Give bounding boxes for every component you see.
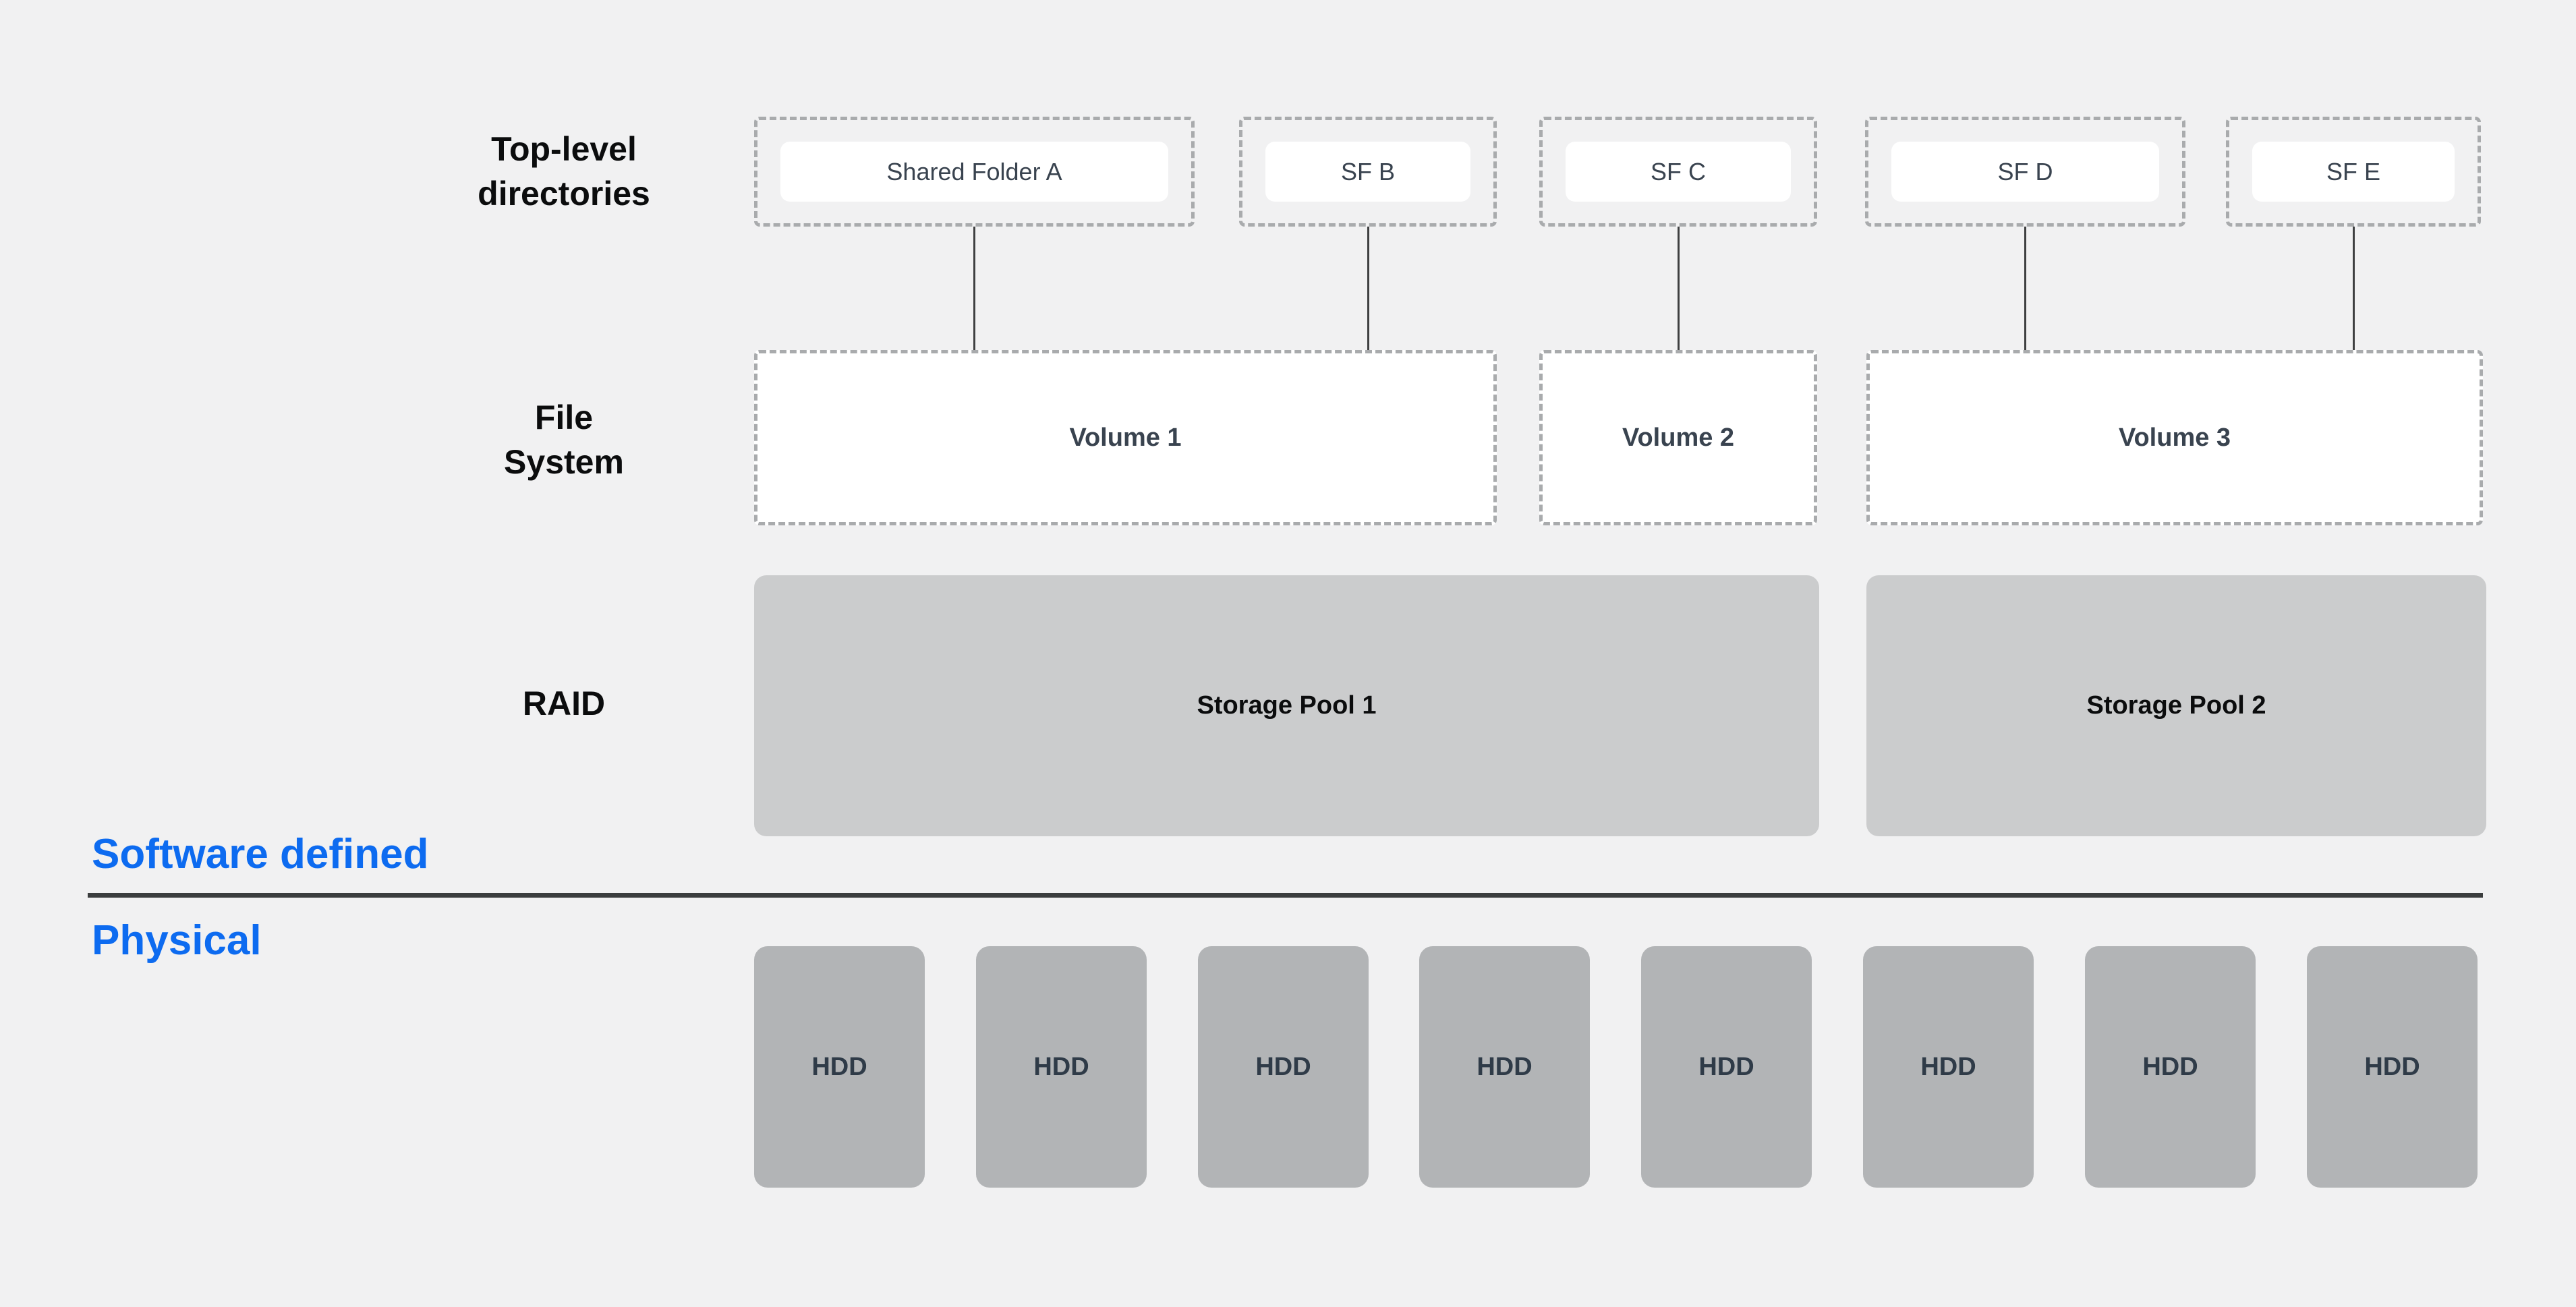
label-line: directories: [478, 175, 650, 212]
storage-pool-1-box: Storage Pool 1: [754, 575, 1819, 836]
shared-folder-d-box: SF D: [1891, 142, 2159, 202]
shared-folder-c-group: SF C: [1539, 117, 1817, 227]
volume-3-label: Volume 3: [2118, 423, 2231, 452]
shared-folder-e-box: SF E: [2252, 142, 2455, 202]
hdd-box: HDD: [1198, 946, 1369, 1188]
hdd-box: HDD: [2307, 946, 2478, 1188]
shared-folder-e-label: SF E: [2326, 157, 2380, 185]
shared-folder-a-group: Shared Folder A: [754, 117, 1195, 227]
software-defined-label: Software defined: [92, 831, 429, 877]
shared-folder-b-label: SF B: [1340, 157, 1395, 185]
shared-folder-b-group: SF B: [1239, 117, 1497, 227]
shared-folder-b-box: SF B: [1265, 142, 1470, 202]
volume-3-box: Volume 3: [1866, 350, 2483, 525]
connector-line: [1678, 227, 1680, 352]
hdd-label: HDD: [1698, 1052, 1754, 1081]
shared-folder-a-box: Shared Folder A: [780, 142, 1168, 202]
connector-line: [2353, 227, 2355, 352]
label-file-system: File System: [389, 395, 739, 484]
shared-folder-d-label: SF D: [1997, 157, 2053, 185]
storage-pool-1-label: Storage Pool 1: [1197, 691, 1377, 720]
hdd-box: HDD: [1641, 946, 1812, 1188]
shared-folder-a-label: Shared Folder A: [886, 157, 1062, 185]
hdd-box: HDD: [976, 946, 1147, 1188]
hdd-label: HDD: [811, 1052, 867, 1081]
label-line: Top-level: [491, 130, 637, 168]
software-physical-divider: [88, 893, 2483, 898]
hdd-label: HDD: [2364, 1052, 2420, 1081]
hdd-box: HDD: [1863, 946, 2034, 1188]
hdd-label: HDD: [1033, 1052, 1089, 1081]
hdd-label: HDD: [1920, 1052, 1976, 1081]
hdd-box: HDD: [2085, 946, 2256, 1188]
volume-2-label: Volume 2: [1622, 423, 1735, 452]
label-raid: RAID: [389, 681, 739, 726]
label-line: System: [504, 443, 624, 481]
label-line: File: [534, 399, 594, 436]
shared-folder-e-group: SF E: [2226, 117, 2481, 227]
connector-line: [1367, 227, 1369, 352]
shared-folder-c-label: SF C: [1650, 157, 1706, 185]
hdd-box: HDD: [1419, 946, 1590, 1188]
hdd-label: HDD: [1255, 1052, 1311, 1081]
hdd-box: HDD: [754, 946, 925, 1188]
storage-pool-2-label: Storage Pool 2: [2086, 691, 2266, 720]
connector-line: [2024, 227, 2026, 352]
hdd-label: HDD: [1477, 1052, 1533, 1081]
volume-2-box: Volume 2: [1539, 350, 1817, 525]
physical-label: Physical: [92, 917, 262, 964]
shared-folder-c-box: SF C: [1566, 142, 1791, 202]
connector-line: [973, 227, 975, 352]
volume-1-label: Volume 1: [1069, 423, 1182, 452]
volume-1-box: Volume 1: [754, 350, 1497, 525]
hdd-label: HDD: [2142, 1052, 2198, 1081]
storage-pool-2-box: Storage Pool 2: [1866, 575, 2486, 836]
label-top-level-directories: Top-level directories: [389, 127, 739, 216]
shared-folder-d-group: SF D: [1865, 117, 2185, 227]
label-line: RAID: [522, 685, 606, 722]
